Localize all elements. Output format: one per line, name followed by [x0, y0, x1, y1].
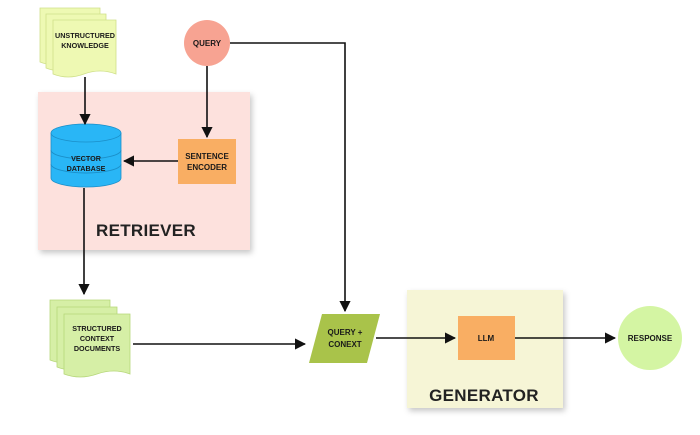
retriever-label: RETRIEVER [96, 221, 196, 240]
sentence-encoder-label-line1: SENTENCE [185, 152, 229, 161]
generator-label: GENERATOR [429, 386, 539, 405]
query-node: QUERY [184, 20, 230, 66]
response-label: RESPONSE [628, 334, 673, 343]
vector-db-label-line2: DATABASE [67, 164, 106, 173]
query-context-label-line1: QUERY + [328, 328, 363, 337]
query-circle [184, 20, 230, 66]
llm-box [458, 316, 515, 360]
structured-context-node: STRUCTURED CONTEXT DOCUMENTS [49, 299, 131, 378]
unstructured-knowledge-node: UNSTRUCTURED KNOWLEDGE [39, 7, 117, 78]
structured-label-line1: STRUCTURED [72, 324, 122, 333]
document-stack-icon [52, 19, 117, 78]
query-context-label-line2: CONEXT [328, 340, 361, 349]
query-context-node: QUERY + CONEXT [309, 314, 380, 363]
structured-label-line2: CONTEXT [80, 334, 115, 343]
edge-query-to-query-context [230, 42, 351, 313]
llm-node: LLM [458, 316, 515, 360]
vector-db-label-line1: VECTOR [71, 154, 102, 163]
llm-label: LLM [478, 334, 495, 343]
query-context-shape [309, 314, 380, 363]
sentence-encoder-node: SENTENCE ENCODER [178, 139, 236, 184]
database-icon [50, 123, 122, 143]
query-label: QUERY [193, 39, 222, 48]
response-circle [618, 306, 682, 370]
vector-database-node: VECTOR DATABASE [50, 123, 122, 188]
structured-label-line3: DOCUMENTS [74, 344, 121, 353]
edges [78, 42, 617, 350]
document-stack-icon [63, 313, 131, 378]
sentence-encoder-box [178, 139, 236, 184]
unstructured-label-line1: UNSTRUCTURED [55, 31, 115, 40]
sentence-encoder-label-line2: ENCODER [187, 163, 227, 172]
response-node: RESPONSE [618, 306, 682, 370]
unstructured-label-line2: KNOWLEDGE [61, 41, 109, 50]
